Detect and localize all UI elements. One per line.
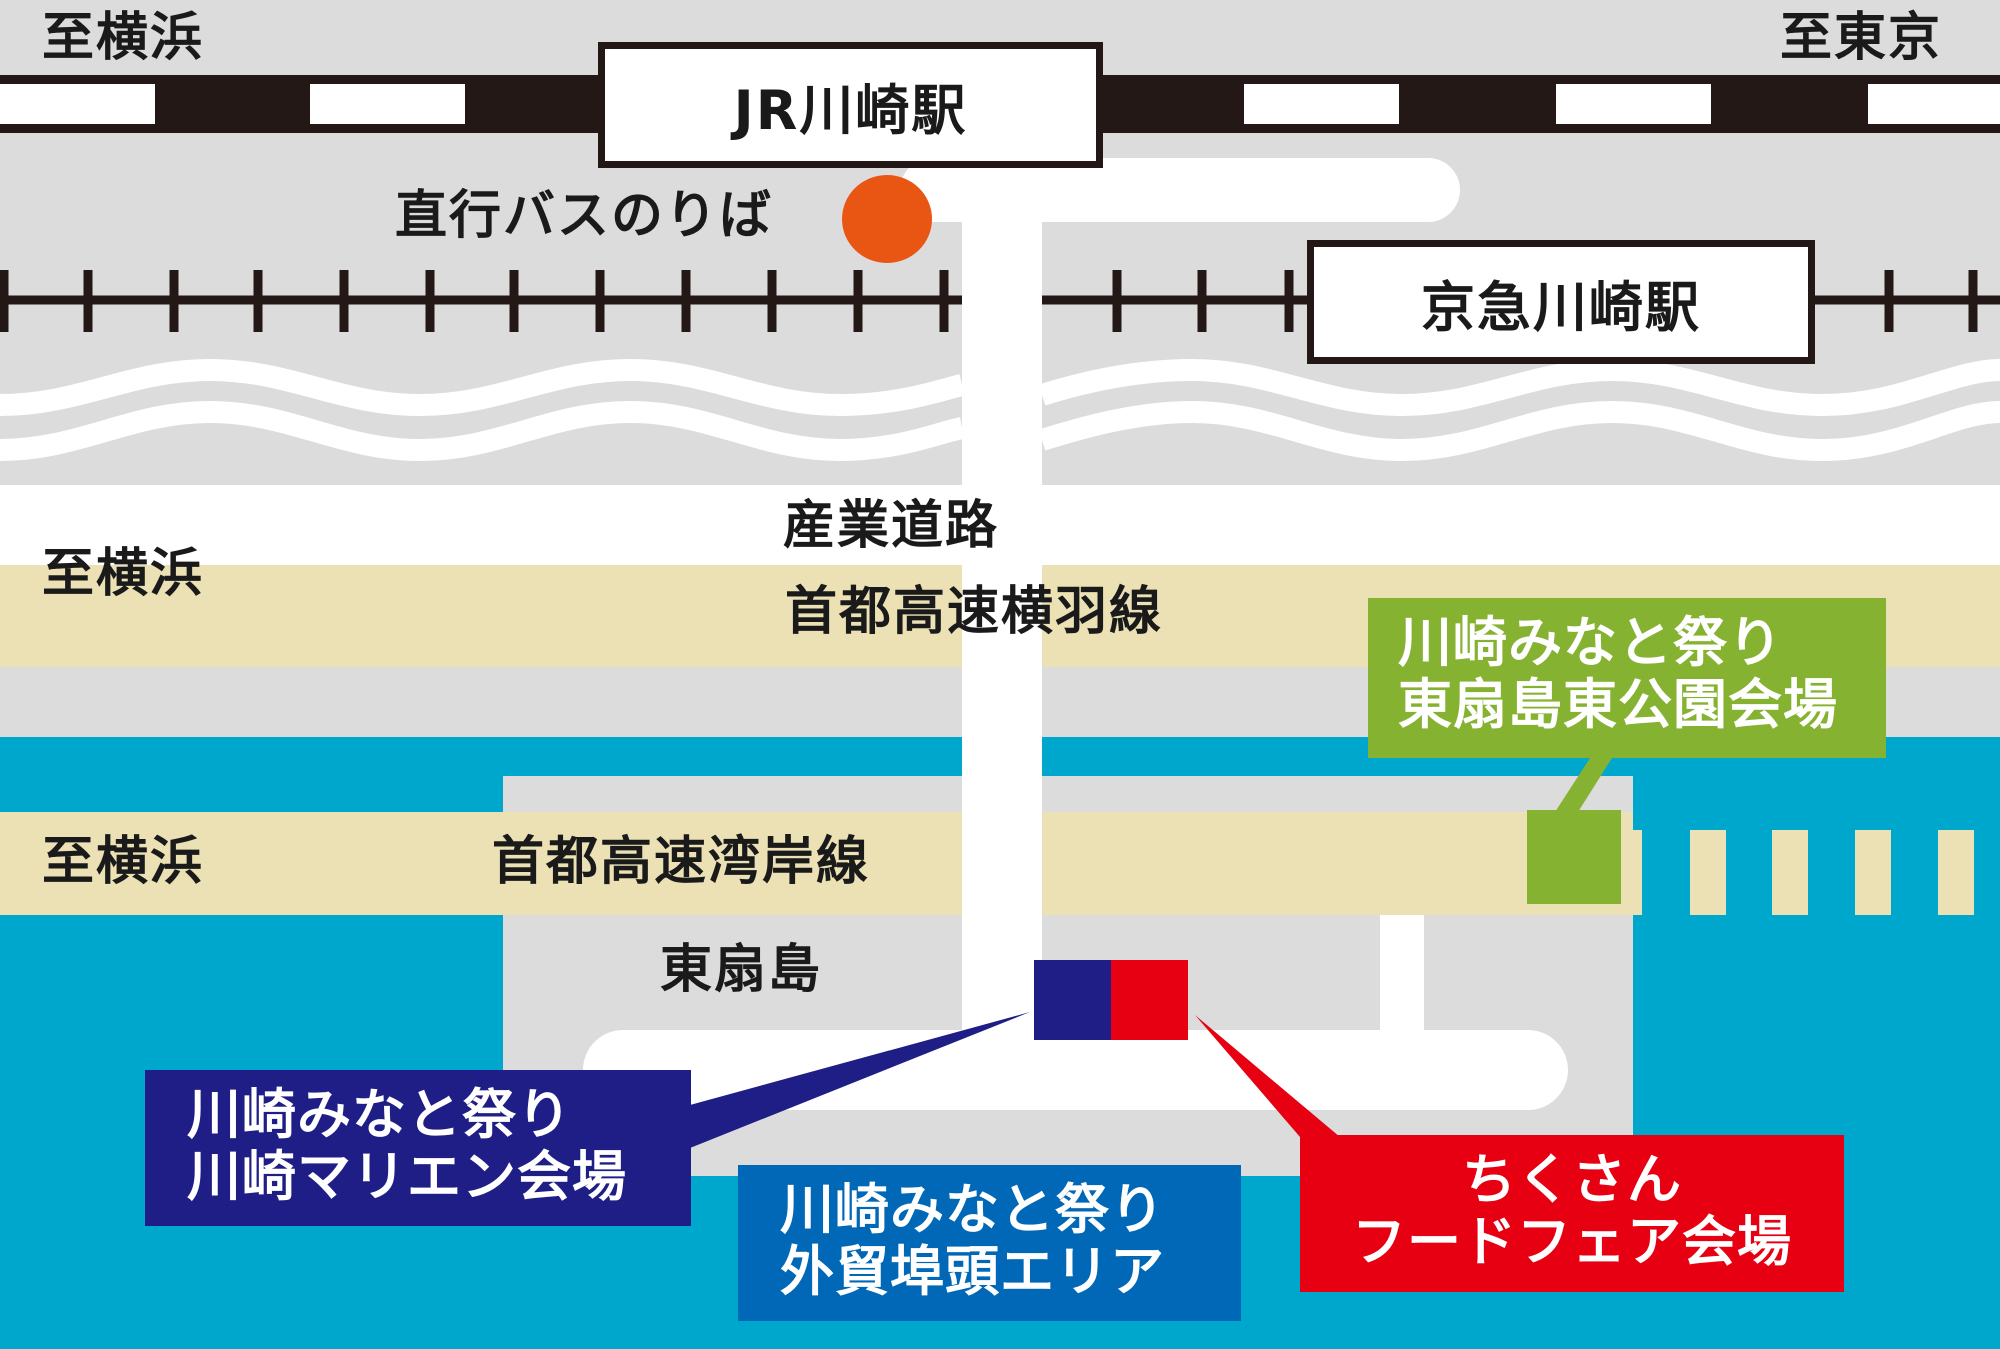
keikyu-station-label: 京急川崎駅 <box>1421 275 1701 339</box>
venue-blue-line1: 川崎みなと祭り <box>780 1178 1165 1241</box>
venue-blue-line2: 外貿埠頭エリア <box>780 1240 1165 1304</box>
venue-red-line2: フードフェア会場 <box>1352 1210 1792 1274</box>
access-road-under-wangan <box>962 812 1042 915</box>
marien-pointer <box>690 1012 1030 1148</box>
bus-stop-icon[interactable] <box>842 175 932 263</box>
foodfair-pointer <box>1195 1015 1340 1137</box>
venue-foreign-trade-pier-area[interactable]: 川崎みなと祭り 外貿埠頭エリア <box>738 1165 1241 1321</box>
direction-to-tokyo: 至東京 <box>1780 8 1943 68</box>
wangan-expressway-label: 首都高速湾岸線 <box>492 832 871 892</box>
bus-stop-label: 直行バスのりば <box>395 186 774 246</box>
green-venue-marker[interactable] <box>1527 758 1621 904</box>
marien-foodfair-marker[interactable] <box>1034 960 1188 1040</box>
yokohane-expressway-label: 首都高速横羽線 <box>785 582 1164 642</box>
venue-chikusan-food-fair[interactable]: ちくさん フードフェア会場 <box>1300 1135 1844 1292</box>
venue-higashi-ogishima-east-park[interactable]: 川崎みなと祭り 東扇島東公園会場 <box>1368 598 1886 758</box>
venue-navy-line2: 川崎マリエン会場 <box>187 1145 627 1209</box>
higashi-ogishima-label: 東扇島 <box>660 940 823 1000</box>
wangan-direction-label: 至横浜 <box>42 832 205 892</box>
jr-kawasaki-station[interactable]: JR川崎駅 <box>598 42 1103 168</box>
jr-station-label: JR川崎駅 <box>733 78 968 142</box>
sangyo-road <box>0 485 2000 565</box>
river-waves <box>0 358 2000 462</box>
venue-green-line2: 東扇島東公園会場 <box>1398 673 1838 737</box>
keikyu-kawasaki-station[interactable]: 京急川崎駅 <box>1307 240 1815 364</box>
venue-kawasaki-marien[interactable]: 川崎みなと祭り 川崎マリエン会場 <box>145 1070 691 1226</box>
venue-navy-line1: 川崎みなと祭り <box>187 1083 572 1146</box>
venue-red-line1: ちくさん <box>1462 1148 1682 1211</box>
venue-green-line1: 川崎みなと祭り <box>1398 611 1783 674</box>
direction-to-yokohama-top: 至横浜 <box>42 8 205 68</box>
access-road-crossing <box>962 565 1042 667</box>
sangyo-road-label: 産業道路 <box>783 496 1000 556</box>
yokohane-direction-label: 至横浜 <box>42 544 205 604</box>
wangan-expressway <box>0 812 1974 915</box>
